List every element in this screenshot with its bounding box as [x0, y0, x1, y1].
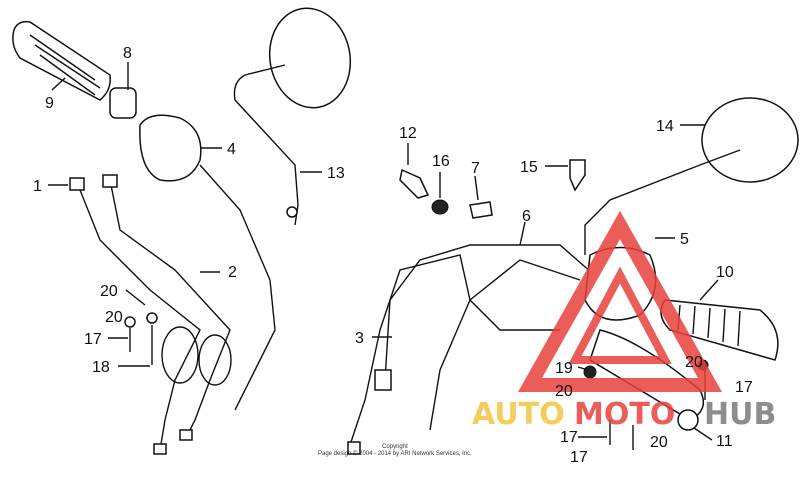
callout-10: 10 — [716, 264, 734, 281]
callout-12: 12 — [399, 125, 417, 142]
right-cables — [347, 244, 601, 455]
watermark-hub: HUB — [704, 397, 776, 432]
callout-7: 7 — [471, 160, 480, 177]
callout-17: 17 — [84, 331, 102, 348]
part-12 — [399, 168, 430, 199]
washer-left — [124, 316, 136, 328]
left-cables — [69, 164, 276, 455]
part-19 — [583, 365, 597, 379]
callout-17d: 17 — [570, 449, 588, 466]
callout-20d: 20 — [555, 383, 573, 400]
callout-5: 5 — [680, 231, 689, 248]
callout-14: 14 — [656, 118, 674, 135]
callout-8: 8 — [123, 45, 132, 62]
callout-19: 19 — [555, 360, 573, 377]
watermark-auto: AUTO — [472, 397, 565, 432]
left-grip — [12, 20, 137, 119]
callout-20e: 20 — [650, 434, 668, 451]
callout-17b: 17 — [735, 379, 753, 396]
callout-11: 11 — [716, 433, 733, 450]
callout-15: 15 — [520, 159, 538, 176]
callout-20c: 20 — [685, 354, 703, 371]
right-mirror — [584, 97, 799, 255]
left-mirror — [233, 7, 352, 226]
callout-16: 16 — [432, 153, 450, 170]
callout-20b: 20 — [105, 309, 123, 326]
left-switch-housing — [139, 114, 202, 182]
callout-3: 3 — [355, 330, 364, 347]
callout-17c: 17 — [560, 429, 578, 446]
copyright-line1: Copyright — [382, 444, 408, 450]
callout-1: 1 — [33, 178, 42, 195]
copyright-line2: Page design © 2004 - 2014 by ARI Network… — [318, 451, 472, 457]
callout-20: 20 — [100, 283, 118, 300]
leader-lines — [48, 62, 719, 441]
callout-13: 13 — [327, 165, 345, 182]
copyright-notice: Copyright Page design © 2004 - 2014 by A… — [318, 444, 472, 458]
callout-4: 4 — [227, 141, 236, 158]
part-11 — [677, 409, 699, 431]
part-16 — [431, 199, 449, 215]
watermark-logo: AUTO MOTO HUB — [472, 210, 776, 432]
callout-6: 6 — [522, 208, 531, 225]
watermark-moto: MOTO — [574, 397, 675, 432]
nut-left — [146, 312, 158, 324]
callout-18: 18 — [92, 359, 110, 376]
callout-9: 9 — [45, 95, 54, 112]
part-15 — [569, 159, 586, 192]
callout-2: 2 — [228, 264, 237, 281]
part-7 — [469, 201, 493, 219]
